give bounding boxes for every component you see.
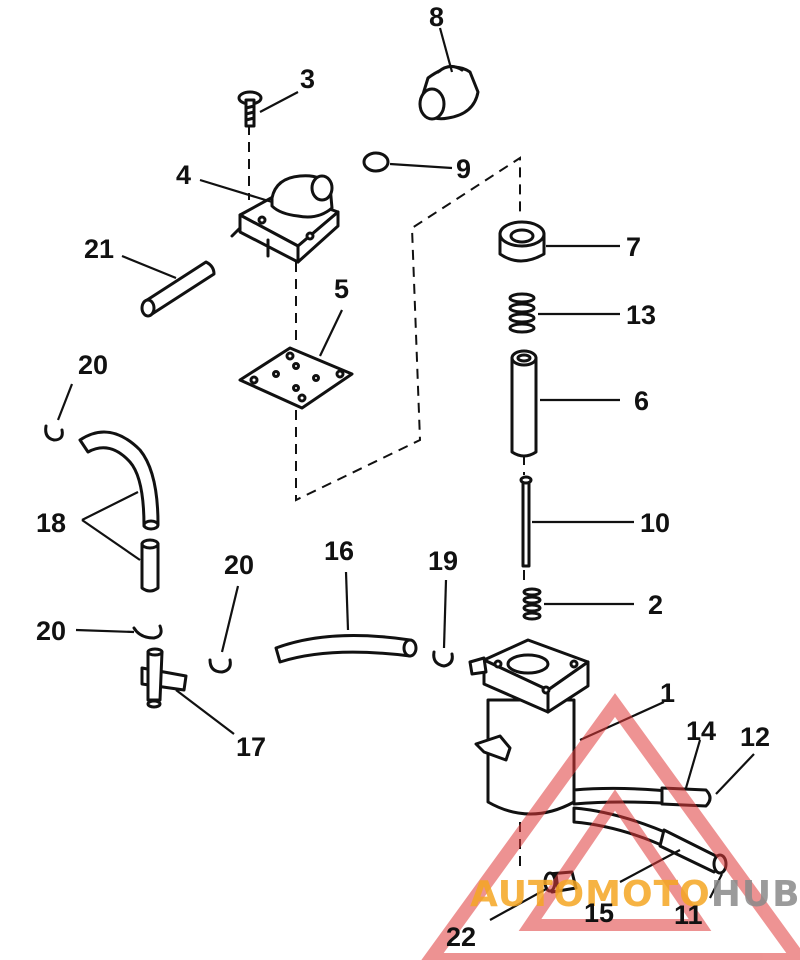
part-5-gasket	[238, 346, 354, 410]
part-18-bent-hose	[78, 430, 160, 593]
callout-10: 10	[640, 508, 670, 538]
watermark-triangle-inner	[518, 789, 712, 931]
part-19-clip	[432, 650, 454, 668]
part-10-shaft	[519, 475, 533, 568]
callout-9: 9	[456, 154, 471, 184]
part-16-hose	[274, 634, 418, 664]
callout-11: 11	[674, 900, 703, 930]
callout-20-mid: 20	[224, 550, 254, 580]
part-8-elbow-fitting	[418, 65, 480, 121]
callout-labels: 8 3 9 4 7 21 5 13 20 6 18 10 16 20 19 2 …	[36, 2, 770, 952]
part-21-hose	[140, 260, 216, 318]
leader-lines	[56, 27, 755, 921]
callout-7: 7	[626, 232, 641, 262]
part-4-pump-cover	[230, 174, 340, 264]
callout-8: 8	[429, 2, 444, 32]
part-13-spring	[508, 292, 536, 334]
callout-18: 18	[36, 508, 66, 538]
watermark-text-auto: AUTO	[470, 874, 585, 915]
part-9-o-ring	[362, 151, 390, 173]
callout-6: 6	[634, 386, 649, 416]
callout-5: 5	[334, 274, 349, 304]
callout-3: 3	[300, 64, 315, 94]
watermark-text-hub: HUB	[711, 874, 800, 915]
watermark-text: AUTOMOTOHUB	[470, 874, 800, 915]
part-2-spring	[522, 587, 542, 621]
callout-21: 21	[84, 234, 114, 264]
watermark-logo	[421, 693, 800, 960]
watermark-triangle-outer	[421, 693, 800, 960]
part-17-tee-fitting	[140, 647, 188, 709]
callout-17: 17	[236, 732, 266, 762]
callout-20-left: 20	[36, 616, 66, 646]
part-3-screw	[237, 90, 263, 128]
callout-13: 13	[626, 300, 656, 330]
callout-15: 15	[584, 898, 614, 928]
callout-16: 16	[324, 536, 354, 566]
part-7-nut	[498, 220, 546, 263]
part-1-filter-bowl	[468, 638, 590, 816]
callout-12: 12	[740, 722, 770, 752]
callout-4: 4	[176, 160, 191, 190]
callout-20-top: 20	[78, 350, 108, 380]
callout-14: 14	[686, 716, 716, 746]
callout-19: 19	[428, 546, 458, 576]
part-20-clips	[44, 424, 232, 674]
callout-1: 1	[660, 678, 675, 708]
callout-22: 22	[446, 922, 476, 952]
part-6-cylinder	[510, 349, 538, 458]
watermark-text-moto: MOTO	[585, 874, 711, 915]
callout-2: 2	[648, 590, 663, 620]
